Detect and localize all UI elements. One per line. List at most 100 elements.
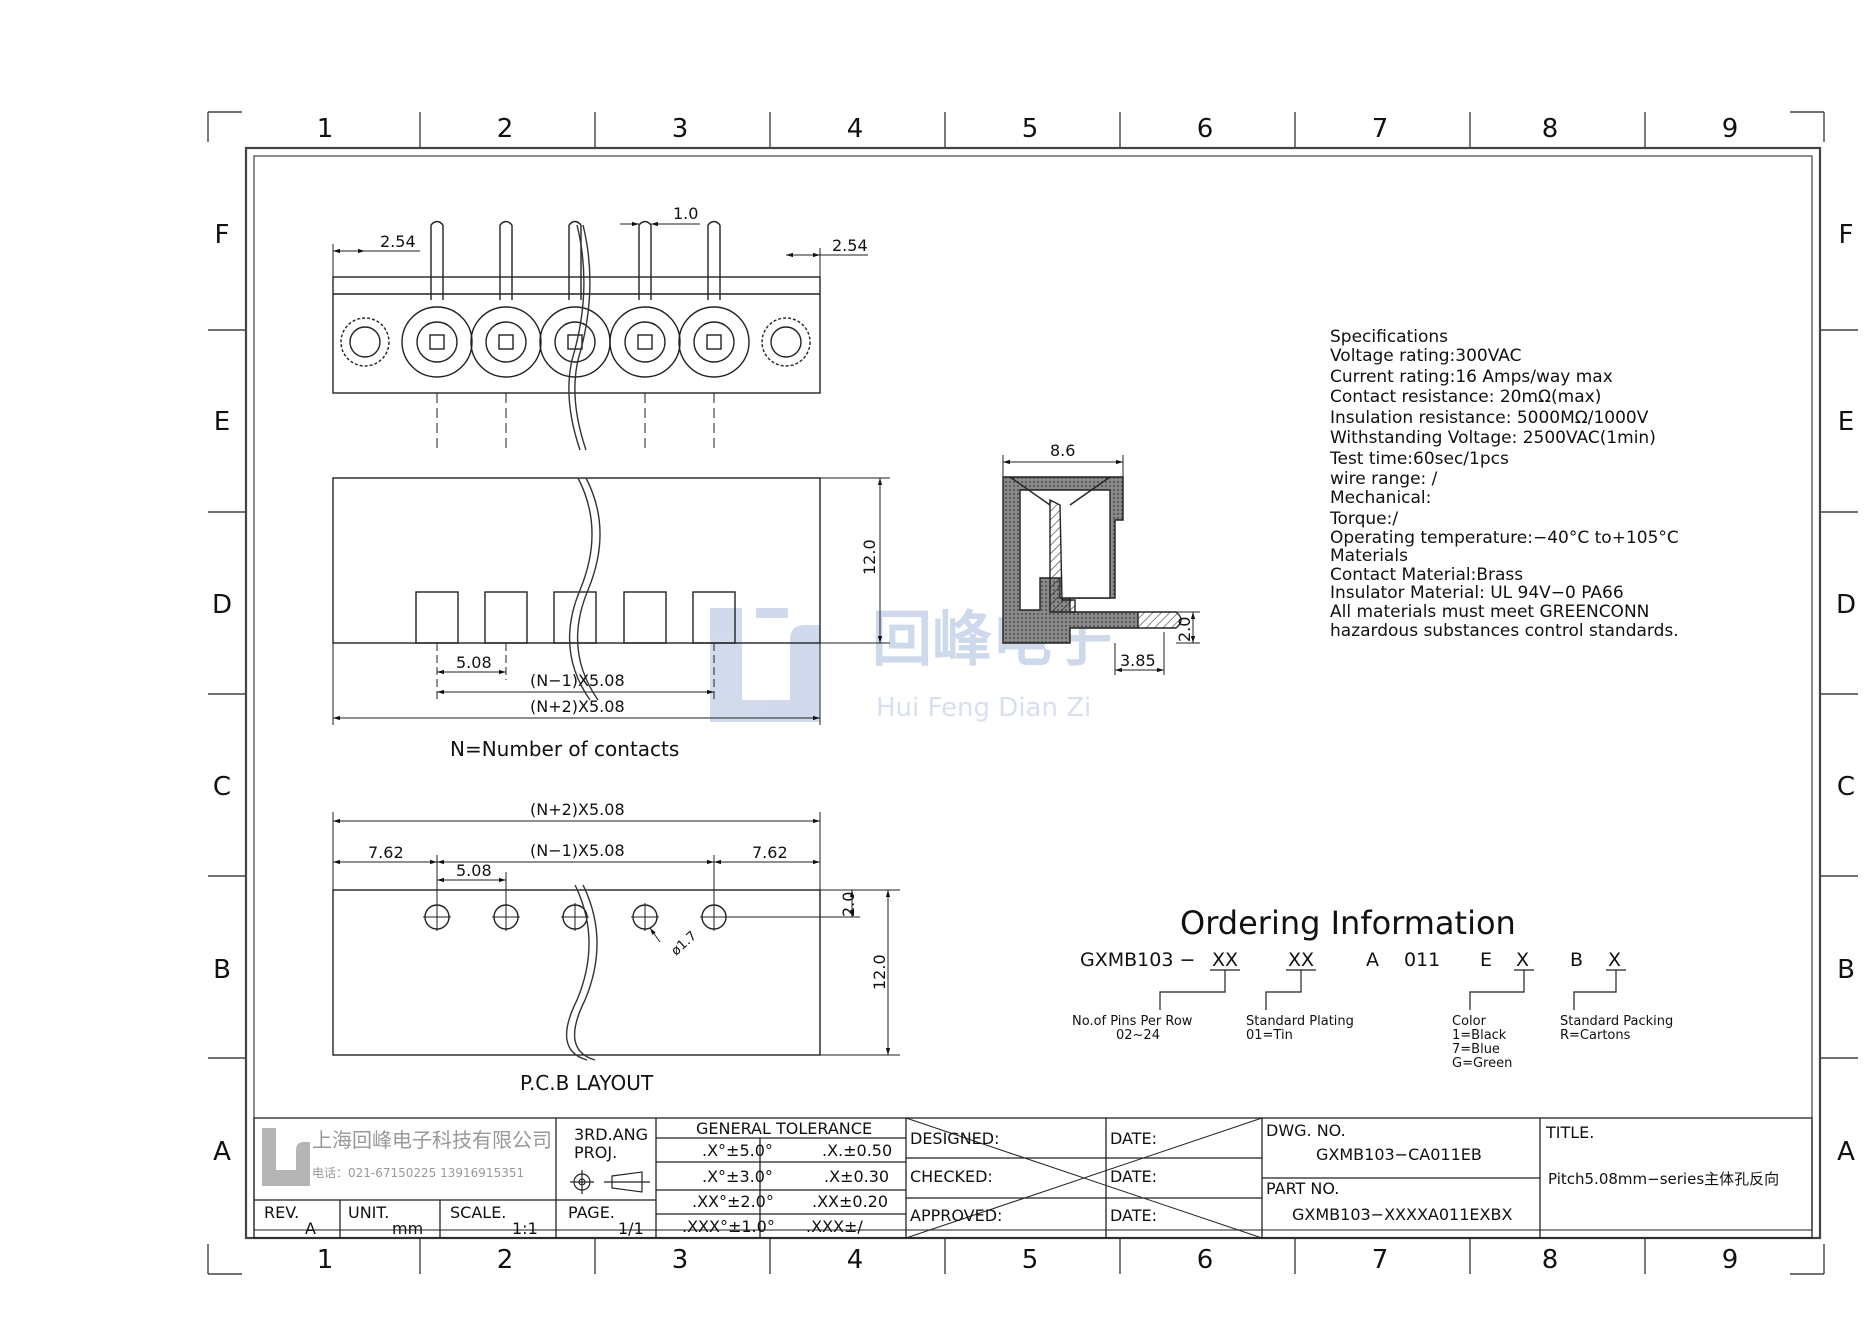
page-value: 1/1 [618, 1219, 644, 1238]
col-label-top-5: 5 [1022, 114, 1039, 144]
rev-value: A [305, 1219, 316, 1238]
ordering-seg-pins: XX [1212, 949, 1238, 971]
company-name: 上海回峰电子科技有限公司 [312, 1128, 552, 1152]
ordering-title: Ordering Information [1180, 904, 1516, 942]
row-label-right-a: A [1837, 1137, 1855, 1167]
col-label-top-7: 7 [1372, 114, 1389, 144]
spec-line: Withstanding Voltage: 2500VAC(1min) [1330, 428, 1656, 448]
title-block-logo [262, 1128, 310, 1186]
spec-line: Contact resistance: 20mΩ(max) [1330, 387, 1601, 407]
watermark-logo [710, 608, 820, 722]
top-view [332, 477, 890, 725]
tol-angle-1: .X°±3.0° [702, 1167, 773, 1186]
dim-pcb-pitch: 5.08 [456, 861, 492, 880]
ordering-seg-plating: XX [1288, 949, 1314, 971]
spec-line: Current rating:16 Amps/way max [1330, 367, 1613, 387]
col-label-bottom-9: 9 [1722, 1245, 1739, 1275]
row-label-right-b: B [1837, 955, 1855, 985]
designed-label: DESIGNED: [910, 1129, 1000, 1148]
ordering-seg-b: B [1570, 949, 1583, 971]
spec-line: Materials [1330, 546, 1408, 566]
dwg-no-label: DWG. NO. [1266, 1121, 1346, 1140]
ordering-seg-011: 011 [1404, 949, 1440, 971]
tol-linear-1: .X±0.30 [824, 1167, 889, 1186]
dim-top-height: 12.0 [860, 539, 879, 575]
dim-side-pin-len: 2.0 [1175, 617, 1194, 642]
row-label-right-d: D [1836, 590, 1856, 620]
col-label-top-8: 8 [1542, 114, 1559, 144]
ordering-pack-label: Standard Packing [1560, 1014, 1673, 1029]
col-label-bottom-2: 2 [497, 1245, 514, 1275]
row-label-right-c: C [1837, 772, 1855, 802]
ordering-seg-e: E [1480, 949, 1492, 971]
proj-label-1: 3RD.ANG [574, 1125, 648, 1144]
row-label-left-c: C [213, 772, 231, 802]
ordering-info: Ordering Information GXMB103 − XX XX A 0… [1072, 904, 1673, 1071]
col-label-bottom-8: 8 [1542, 1245, 1559, 1275]
col-label-bottom-4: 4 [847, 1245, 864, 1275]
designed-date-label: DATE: [1110, 1129, 1157, 1148]
spec-line: Voltage rating:300VAC [1330, 346, 1521, 366]
side-view [1002, 455, 1200, 675]
sheet-frame [207, 111, 1858, 1275]
dim-side-width: 8.6 [1050, 441, 1075, 460]
pcb-holes [423, 903, 728, 931]
dim-front-pitch-left: 2.54 [380, 232, 416, 251]
part-no-label: PART NO. [1266, 1179, 1339, 1198]
flange-gear-left [340, 317, 390, 367]
ordering-color-1: 1=Black [1452, 1028, 1507, 1043]
title-block [253, 1117, 1813, 1239]
watermark-pinyin: Hui Feng Dian Zi [876, 693, 1091, 723]
ordering-pack-value: R=Cartons [1560, 1028, 1631, 1043]
spec-line: Contact Material:Brass [1330, 565, 1523, 585]
col-label-bottom-3: 3 [672, 1245, 689, 1275]
col-label-top-3: 3 [672, 114, 689, 144]
dim-pcb-hole: ø1.7 [669, 929, 700, 959]
col-label-bottom-1: 1 [317, 1245, 334, 1275]
page-label: PAGE. [568, 1203, 615, 1222]
title-label: TITLE. [1545, 1123, 1594, 1142]
row-label-left-a: A [213, 1137, 231, 1167]
front-view [332, 220, 868, 452]
ordering-color-3: G=Green [1452, 1056, 1512, 1071]
spec-line: wire range: / [1330, 469, 1438, 489]
part-no-value: GXMB103−XXXXA011EXBX [1292, 1205, 1512, 1224]
front-view-pins [430, 220, 721, 300]
company-phone: 电话：021-67150225 13916915351 [312, 1166, 524, 1180]
top-view-caption: N=Number of contacts [450, 737, 679, 761]
row-label-right-e: E [1838, 407, 1854, 437]
col-label-bottom-7: 7 [1372, 1245, 1389, 1275]
flange-gear-right [761, 317, 811, 367]
ordering-pins-range: 02~24 [1116, 1028, 1160, 1043]
projection-symbol-icon [570, 1170, 650, 1194]
row-label-right-f: F [1839, 220, 1854, 250]
col-label-top-1: 1 [317, 114, 334, 144]
scale-label: SCALE. [450, 1203, 506, 1222]
title-value: Pitch5.08mm−series主体孔反向 [1548, 1170, 1779, 1188]
front-view-screws [401, 306, 750, 378]
tol-angle-3: .XXX°±1.0° [682, 1217, 775, 1236]
spec-line: Mechanical: [1330, 488, 1431, 508]
spec-line: Operating temperature:−40°C to+105°C [1330, 528, 1679, 548]
specifications: Specifications Voltage rating:300VAC Cur… [1329, 327, 1679, 641]
dim-pcb-left: 7.62 [368, 843, 404, 862]
pcb-layout-caption: P.C.B LAYOUT [520, 1071, 654, 1095]
col-label-top-6: 6 [1197, 114, 1214, 144]
unit-label: UNIT. [348, 1203, 389, 1222]
dim-pcb-right: 7.62 [752, 843, 788, 862]
row-label-left-b: B [213, 955, 231, 985]
dim-pcb-height: 12.0 [870, 954, 889, 990]
ordering-color-label: Color [1452, 1014, 1487, 1029]
dim-top-n-plus-2: (N+2)X5.08 [530, 697, 625, 716]
ordering-code-prefix: GXMB103 − [1080, 949, 1195, 971]
tol-angle-2: .XX°±2.0° [692, 1192, 774, 1211]
spec-line: hazardous substances control standards. [1330, 621, 1679, 641]
grid-labels: 1 2 3 4 5 6 7 8 9 1 2 3 4 5 6 7 8 9 F E … [212, 114, 1856, 1275]
dwg-no-value: GXMB103−CA011EB [1316, 1145, 1482, 1164]
checked-date-label: DATE: [1110, 1167, 1157, 1186]
ordering-plating-label: Standard Plating [1246, 1014, 1354, 1029]
tol-linear-0: .X.±0.50 [822, 1141, 892, 1160]
row-label-left-e: E [214, 407, 230, 437]
ordering-seg-packing: X [1608, 949, 1621, 971]
